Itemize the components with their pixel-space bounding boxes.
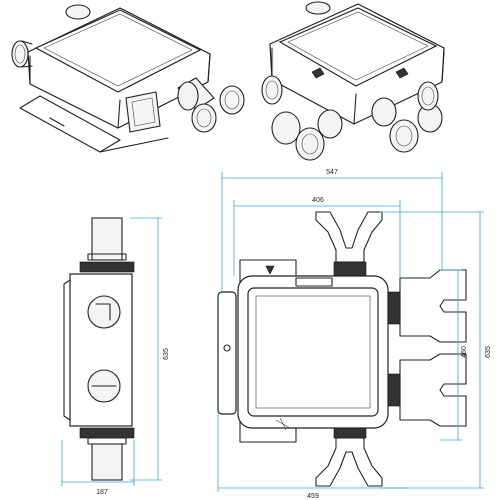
dim-top-height-inner: 460 bbox=[461, 346, 468, 358]
dim-side-height: 635 bbox=[163, 348, 170, 360]
dim-inner-width: 406 bbox=[312, 197, 324, 204]
dim-body-width: 459 bbox=[307, 493, 319, 500]
dim-side-depth: 187 bbox=[96, 489, 108, 496]
top-view bbox=[217, 172, 484, 492]
isometric-view-right bbox=[261, 1, 445, 161]
isometric-view-left bbox=[11, 4, 245, 153]
dim-top-height-outer: 635 bbox=[485, 346, 492, 358]
dim-overall-width: 547 bbox=[326, 169, 338, 176]
side-view bbox=[61, 217, 162, 486]
